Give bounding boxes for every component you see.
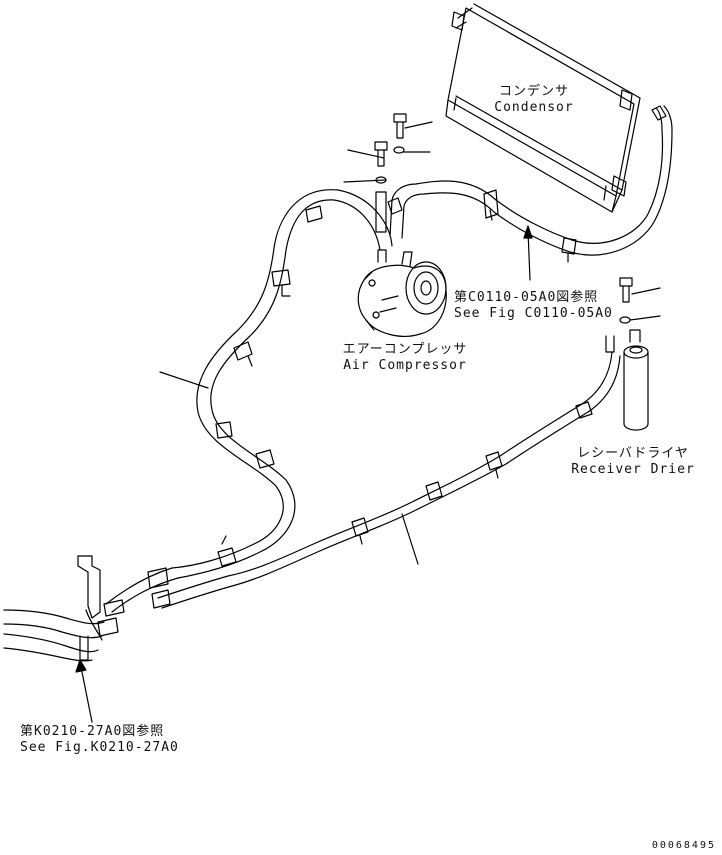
receiver-drier xyxy=(623,329,649,431)
compressor-label-en: Air Compressor xyxy=(343,358,467,373)
hose-clamps xyxy=(215,189,593,567)
liquid-line xyxy=(157,335,621,609)
ref-k0210-label-en: See Fig.K0210-27A0 xyxy=(20,740,179,755)
receiver-drier-label-jp: レシーバドライヤ xyxy=(577,446,689,461)
discharge-hose xyxy=(389,105,673,256)
condensor-label-en: Condensor xyxy=(494,100,574,115)
compressor xyxy=(357,249,447,337)
condenser xyxy=(445,3,641,213)
bolts-receiver xyxy=(619,277,661,324)
condensor-label-jp: コンデンサ xyxy=(498,84,569,99)
receiver-drier-label-en: Receiver Drier xyxy=(571,462,695,477)
suction-hose xyxy=(105,189,393,613)
compressor-label-jp: エアーコンプレッサ xyxy=(342,342,468,357)
ref-c0110-label-jp: 第C0110-05A0図参照 xyxy=(454,290,599,305)
document-number: 00068495 xyxy=(651,840,716,851)
leader-lines xyxy=(75,225,533,723)
bolts-upper xyxy=(343,113,433,184)
ref-k0210-label-jp: 第K0210-27A0図参照 xyxy=(20,724,165,739)
bracket xyxy=(77,555,103,641)
lower-left-hoses xyxy=(3,609,105,662)
ref-c0110-label-en: See Fig C0110-05A0 xyxy=(454,306,613,321)
fittings xyxy=(97,191,403,637)
